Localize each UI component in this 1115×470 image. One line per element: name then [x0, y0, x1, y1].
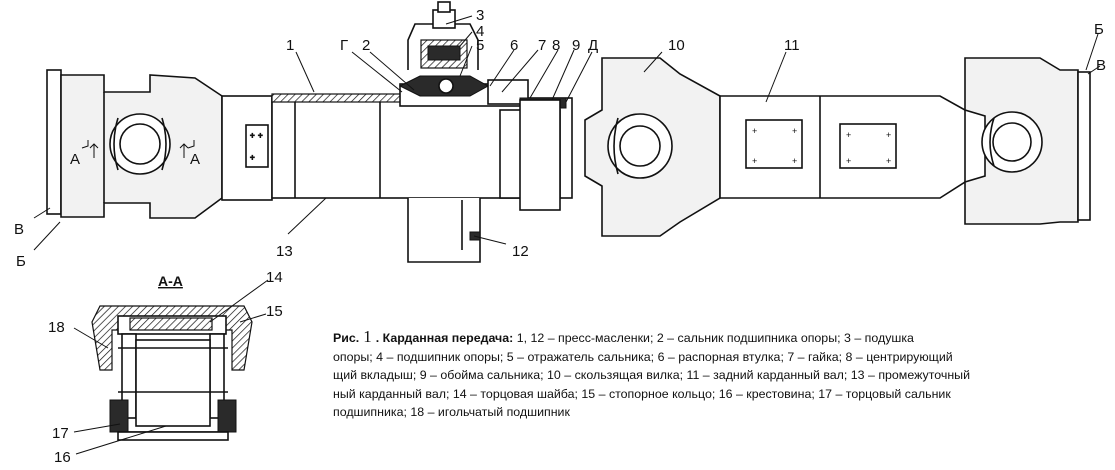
caption-line-5: подшипника; 18 – игольчатый подшипник [333, 405, 570, 419]
label-3: 3 [476, 7, 484, 24]
caption-line-1: Рис.1. Карданная передача: 1, 12 – пресс… [333, 328, 1103, 348]
label-g: Г [340, 37, 348, 54]
caption-fig-number: 1 [363, 328, 372, 346]
label-5: 5 [476, 37, 484, 54]
svg-text:+: + [792, 126, 797, 136]
label-14: 14 [266, 269, 283, 286]
label-10: 10 [668, 37, 685, 54]
label-4: 4 [476, 23, 484, 40]
label-7: 7 [538, 37, 546, 54]
left-tube: + + + [221, 95, 273, 201]
label-12: 12 [512, 243, 529, 260]
label-6: 6 [510, 37, 518, 54]
svg-text:+: + [250, 153, 255, 162]
label-8: 8 [552, 37, 560, 54]
caption-line1-rest: 1, 12 – пресс-масленки; 2 – сальник подш… [513, 331, 914, 345]
svg-text:+: + [886, 130, 891, 140]
svg-text:+: + [752, 126, 757, 136]
label-v-right: В [1096, 57, 1106, 74]
caption-line-2: опоры; 4 – подшипник опоры; 5 – отражате… [333, 349, 953, 364]
label-16: 16 [54, 449, 71, 466]
caption-title: . Карданная передача: [375, 331, 514, 345]
center-support [398, 1, 490, 263]
left-flange-yoke [46, 69, 223, 219]
label-a-left: А [70, 151, 80, 168]
label-13: 13 [276, 243, 293, 260]
label-11: 11 [784, 37, 800, 54]
figure-caption: Рис.1. Карданная передача: 1, 12 – пресс… [333, 328, 1103, 422]
label-17: 17 [52, 425, 69, 442]
svg-text:+: + [258, 131, 263, 140]
label-1: 1 [286, 37, 294, 54]
section-title: А-А [158, 273, 183, 289]
svg-text:+: + [752, 156, 757, 166]
rear-shaft: + + + + + + + + [719, 95, 966, 199]
svg-text:+: + [792, 156, 797, 166]
label-b-left: Б [16, 253, 26, 270]
label-2: 2 [362, 37, 370, 54]
callout-labels: 1 Г 2 3 4 5 6 7 8 9 Д 10 11 12 13 А А В … [14, 7, 1106, 466]
section-a-a [91, 305, 253, 441]
leader-lines [33, 15, 1101, 455]
label-9: 9 [572, 37, 580, 54]
svg-text:+: + [250, 131, 255, 140]
label-b-right: Б [1094, 21, 1104, 38]
label-a-right: А [190, 151, 200, 168]
label-15: 15 [266, 303, 283, 320]
seal-assembly [487, 79, 567, 211]
label-v-left: В [14, 221, 24, 238]
label-d: Д [588, 37, 598, 54]
caption-line-3: щий вкладыш; 9 – обойма сальника; 10 – с… [333, 368, 970, 382]
caption-line-4: ный карданный вал; 14 – торцовая шайба; … [333, 386, 951, 401]
svg-text:+: + [886, 156, 891, 166]
caption-fig-prefix: Рис. [333, 331, 360, 345]
svg-text:+: + [846, 156, 851, 166]
svg-text:+: + [846, 130, 851, 140]
sliding-yoke [584, 57, 721, 237]
right-flange-yoke [964, 57, 1091, 225]
label-18: 18 [48, 319, 65, 336]
